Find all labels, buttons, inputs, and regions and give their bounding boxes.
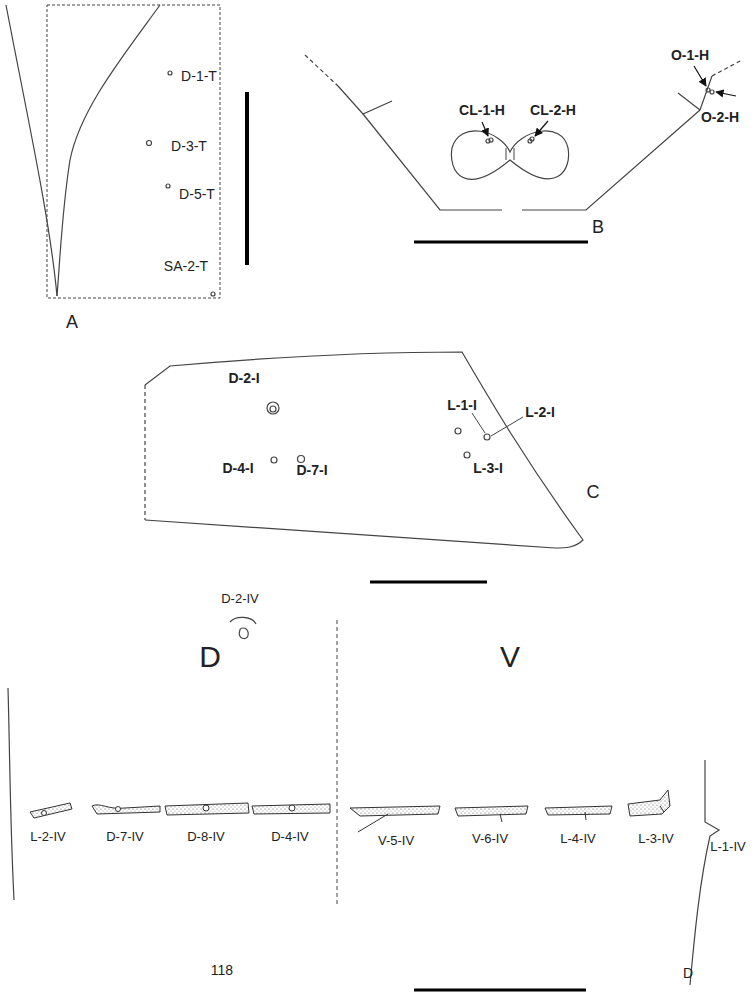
panel-letter: B: [592, 218, 604, 236]
seta-label: V-6-IV: [472, 832, 508, 845]
seta-label: D-4-IV: [271, 830, 309, 843]
page-number: 118: [211, 963, 233, 977]
seta-label: D-7-I: [296, 463, 327, 477]
seta-label: D-3-T: [171, 139, 207, 153]
seta-label: O-1-H: [671, 48, 709, 62]
seta-label: D-7-IV: [106, 830, 144, 843]
seta-label: L-2-IV: [30, 830, 65, 843]
seta-label: D-1-T: [181, 69, 217, 83]
seta-label: L-4-IV: [560, 832, 595, 845]
seta-label: L-2-I: [525, 405, 555, 419]
seta-label: D-2-I: [228, 371, 259, 385]
seta-label: CL-1-H: [459, 103, 505, 117]
panel-letter: C: [587, 483, 600, 501]
seta-label: L-3-IV: [638, 832, 673, 845]
seta-label: V-5-IV: [378, 834, 414, 847]
seta-label: O-2-H: [701, 110, 739, 124]
seta-label: D-2-IV: [221, 592, 259, 605]
seta-label: D-5-T: [179, 187, 215, 201]
panel-letter: D: [683, 966, 693, 980]
seta-label: CL-2-H: [530, 103, 576, 117]
seta-label: D-8-IV: [187, 830, 225, 843]
side-letter: V: [500, 642, 520, 672]
seta-label: L-3-I: [473, 461, 503, 475]
side-letter: D: [199, 642, 221, 672]
panel-letter: A: [66, 313, 78, 331]
seta-label: D-4-I: [222, 461, 253, 475]
seta-label: L-1-I: [447, 398, 477, 412]
seta-label: SA-2-T: [164, 259, 208, 273]
seta-label: L-1-IV: [710, 840, 745, 853]
